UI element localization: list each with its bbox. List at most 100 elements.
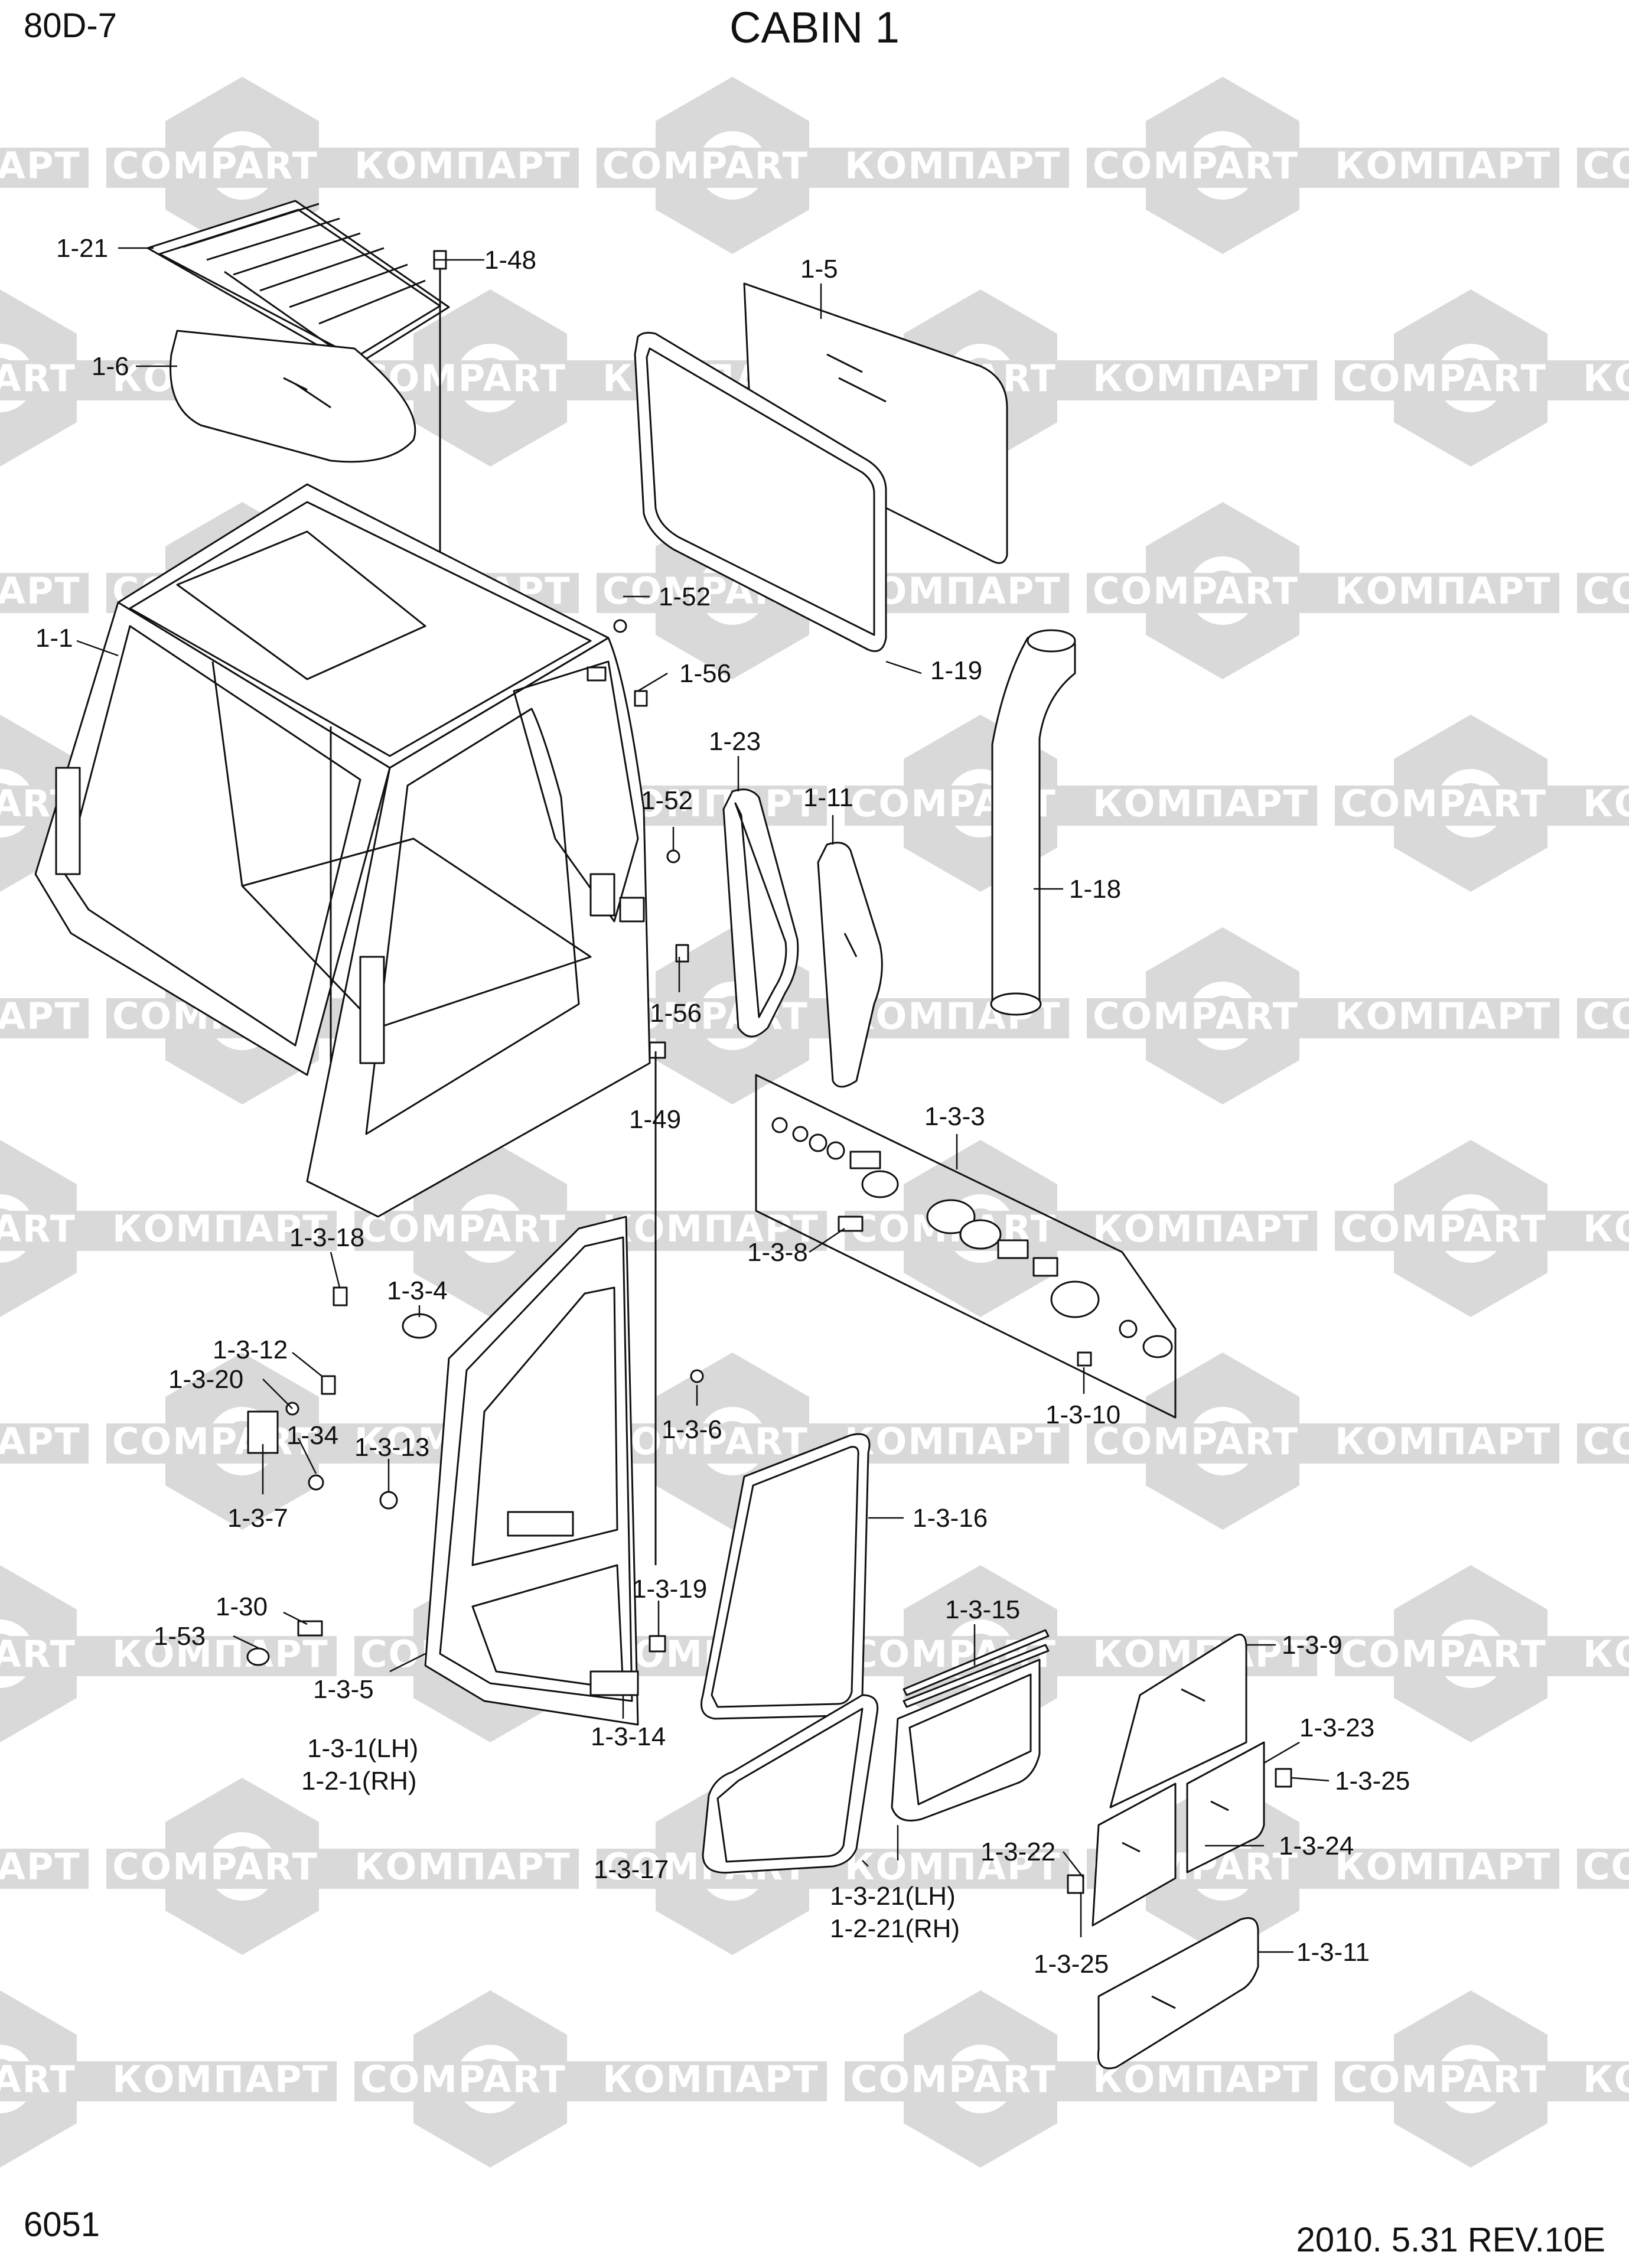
watermark-text: COMPART — [360, 2058, 566, 2101]
watermark-text: КОМПАРТ — [1583, 1207, 1629, 1250]
watermark-band — [0, 1636, 337, 1676]
watermark-band — [0, 148, 89, 188]
sliding-frame-drawing — [891, 1629, 1050, 1821]
watermark-band — [1087, 1423, 1559, 1464]
watermark-text: КОМПАРТ — [354, 1845, 571, 1888]
part-drawings — [34, 200, 1292, 2070]
part-label: 1-53 — [154, 1622, 206, 1651]
part-label: 1-3-14 — [591, 1722, 666, 1751]
watermark-band — [1335, 1211, 1629, 1251]
watermark-text: КОМПАРТ — [112, 1207, 329, 1250]
cabin-frame-drawing — [34, 483, 651, 1218]
seal-1-23-drawing — [722, 788, 799, 1038]
part-label: 1-3-7 — [227, 1504, 288, 1533]
watermark-text: COMPART — [851, 2058, 1057, 2101]
glass-panes-drawing — [1067, 1741, 1292, 1927]
part-labels: 1-21 1-48 1-6 1-5 1-19 1-1 1-52 1-56 1-2… — [35, 234, 1410, 1979]
watermark-band — [1335, 786, 1629, 826]
roof-glass-drawing — [170, 330, 416, 463]
part-label: 1-1 — [35, 624, 73, 653]
watermark-text: COMPART — [0, 357, 76, 400]
watermark-text: COMPART — [0, 1632, 76, 1676]
watermark-band — [1577, 1849, 1629, 1889]
watermark-text: COMPART — [1583, 1845, 1629, 1888]
watermark-text: КОМПАРТ — [845, 1845, 1061, 1888]
watermark-text: КОМПАРТ — [602, 1207, 819, 1250]
part-label: 1-2-1(RH) — [301, 1767, 417, 1795]
watermark-band — [845, 786, 1317, 826]
watermark-band — [845, 2061, 1317, 2101]
model-code: 80D-7 — [24, 6, 117, 45]
duct-1-18-drawing — [990, 629, 1076, 1016]
watermark-text: КОМПАРТ — [1093, 2058, 1309, 2101]
part-label: 1-52 — [641, 786, 693, 815]
part-label: 1-3-23 — [1299, 1713, 1374, 1742]
part-label: 1-3-25 — [1335, 1767, 1410, 1795]
watermark-text: КОМПАРТ — [0, 144, 81, 187]
part-label: 1-23 — [709, 727, 761, 756]
watermark-text: КОМПАРТ — [845, 144, 1061, 187]
part-label: 1-3-16 — [913, 1504, 988, 1533]
watermark-text: КОМПАРТ — [1583, 782, 1629, 825]
part-label: 1-21 — [56, 234, 108, 263]
page-number: 6051 — [24, 2205, 100, 2244]
watermark-text: КОМПАРТ — [112, 2058, 329, 2101]
part-label: 1-3-6 — [662, 1415, 722, 1444]
glass-1-11-drawing — [817, 842, 883, 1088]
part-label: 1-18 — [1069, 875, 1121, 904]
roof-grille-drawing — [146, 200, 450, 367]
watermark-band — [0, 573, 89, 613]
part-label: 1-3-9 — [1282, 1631, 1343, 1660]
watermark-text: КОМПАРТ — [1583, 2058, 1629, 2101]
watermark-text: КОМПАРТ — [112, 1632, 329, 1676]
watermark-band — [354, 2061, 827, 2101]
watermark-text: КОМПАРТ — [354, 144, 571, 187]
glass-1-3-11-drawing — [1097, 1917, 1259, 2070]
glass-1-3-9-drawing — [1109, 1634, 1247, 1808]
watermark-text: КОМПАРТ — [0, 1420, 81, 1463]
watermark-band — [106, 148, 579, 188]
page-title: CABIN 1 — [729, 3, 900, 52]
watermark-text: КОМПАРТ — [1335, 144, 1552, 187]
part-label: 1-2-21(RH) — [830, 1914, 960, 1943]
watermark-band — [0, 1211, 337, 1251]
part-label: 1-56 — [679, 659, 731, 688]
watermark-text: COMPART — [1341, 2058, 1547, 2101]
watermark-text: COMPART — [1093, 995, 1299, 1038]
watermark-text: КОМПАРТ — [1583, 357, 1629, 400]
part-label: 1-3-4 — [387, 1276, 448, 1305]
part-label: 1-3-5 — [313, 1675, 374, 1704]
part-label: 1-3-11 — [1296, 1938, 1370, 1967]
door-assembly-drawing — [424, 1216, 639, 1726]
hinge-assembly-drawing — [755, 1074, 1177, 1419]
revision-date: 2010. 5.31 REV.10E — [1296, 2221, 1605, 2259]
watermark-band — [1335, 1636, 1629, 1676]
part-label: 1-56 — [650, 999, 702, 1028]
part-label: 1-49 — [629, 1105, 681, 1134]
watermark-band — [1577, 148, 1629, 188]
part-label: 1-3-17 — [594, 1855, 669, 1884]
part-label: 1-5 — [800, 255, 838, 284]
watermark-band — [106, 1849, 579, 1889]
watermark-text: COMPART — [1341, 357, 1547, 400]
watermark-text: КОМПАРТ — [602, 2058, 819, 2101]
watermark-text: КОМПАРТ — [1335, 569, 1552, 612]
part-label: 1-3-21(LH) — [830, 1882, 956, 1911]
watermark-text: КОМПАРТ — [1093, 782, 1309, 825]
part-label: 1-34 — [286, 1421, 338, 1450]
watermark-text: COMPART — [602, 1420, 809, 1463]
part-label: 1-52 — [659, 582, 711, 611]
watermark-band — [0, 1849, 89, 1889]
watermark-text: COMPART — [112, 1845, 318, 1888]
watermark-text: КОМПАРТ — [1335, 1845, 1552, 1888]
watermark-band — [1577, 998, 1629, 1038]
watermark-text: КОМПАРТ — [1583, 1632, 1629, 1676]
watermark-band — [1087, 573, 1559, 613]
part-label: 1-3-8 — [747, 1238, 808, 1267]
door-hardware-drawing — [246, 1286, 704, 1666]
watermark-text: КОМПАРТ — [1335, 1420, 1552, 1463]
watermark-text: КОМПАРТ — [0, 995, 81, 1038]
watermark-text: COMPART — [0, 1207, 76, 1250]
watermark-band — [597, 148, 1069, 188]
part-label: 1-3-1(LH) — [307, 1734, 418, 1763]
